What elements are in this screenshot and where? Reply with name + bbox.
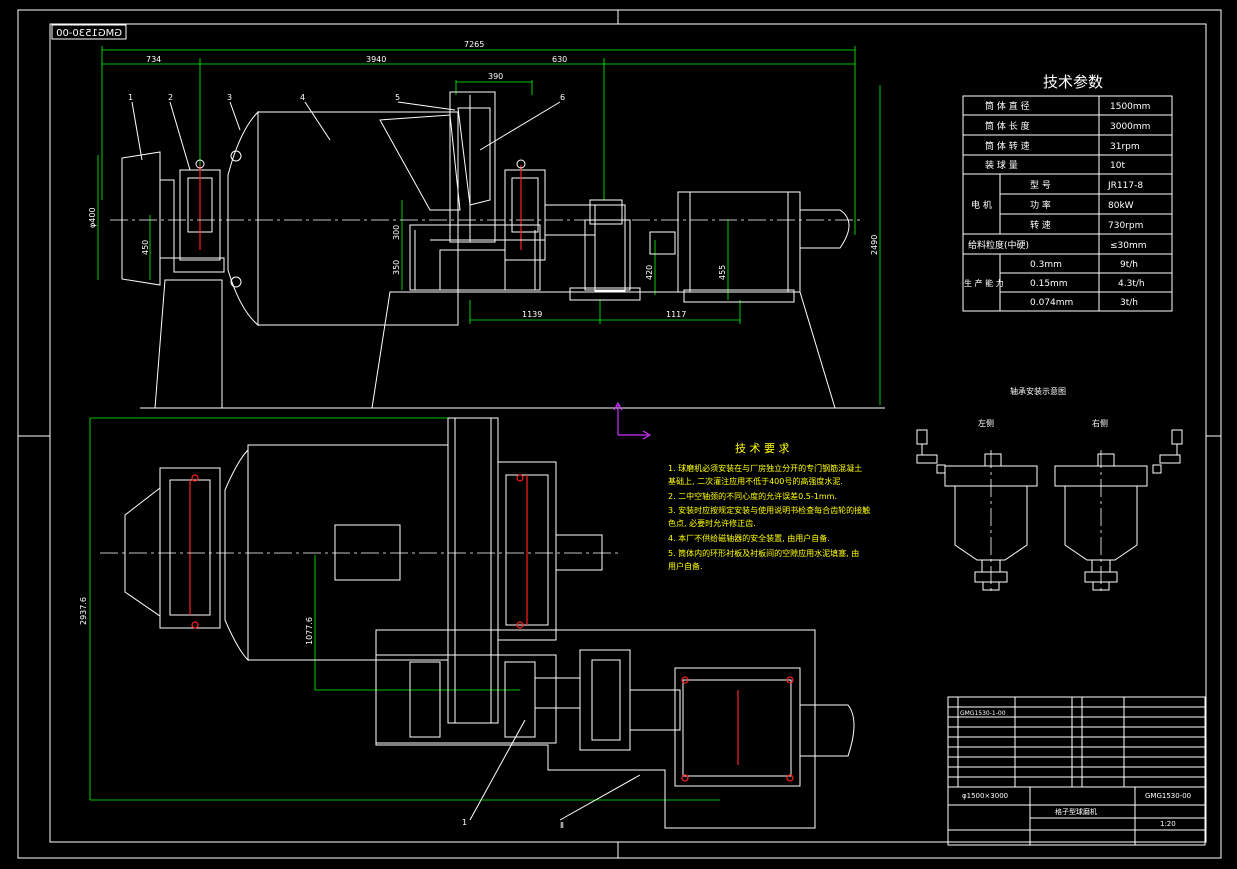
param-value-2: 31rpm xyxy=(1110,142,1140,152)
capacity-value-1: 4.3t/h xyxy=(1118,279,1145,289)
callout-4: 4 xyxy=(300,93,305,102)
bearing-left-label: 左侧 xyxy=(978,418,994,428)
plan-callout-2: Ⅱ xyxy=(560,821,564,830)
callout-3: 3 xyxy=(227,93,232,102)
tech-req-item-0: 1. 球磨机必须安装在与厂房独立分开的专门钢筋混凝土 xyxy=(668,463,862,473)
tech-requirements: 技 术 要 求 1. 球磨机必须安装在与厂房独立分开的专门钢筋混凝土 基础上, … xyxy=(668,442,870,571)
motor-value-2: 730rpm xyxy=(1108,221,1143,231)
motor-value-1: 80kW xyxy=(1108,201,1134,211)
tb-code-row: GMG1530-1-00 xyxy=(960,710,1006,717)
elevation-view: 7265 734 3940 630 390 φ400 450 300 350 4… xyxy=(88,40,885,409)
dim-390: 390 xyxy=(488,72,503,81)
tech-params-title: 技术参数 xyxy=(1043,73,1103,91)
dim-dia400: φ400 xyxy=(88,207,97,228)
motor-label-0: 型 号 xyxy=(1030,180,1051,191)
drawing-code-box: GMG1530-00 xyxy=(51,24,127,40)
callout-5: 5 xyxy=(395,93,400,102)
tech-req-item-1: 基础上, 二次灌注应用不低于400号的高强度水泥. xyxy=(668,476,843,486)
bearing-install-diagram: 轴承安装示意图 左侧 右侧 xyxy=(916,386,1183,595)
dim-3940: 3940 xyxy=(366,55,386,64)
plan-view: 2937.6 1077.6 1 Ⅱ xyxy=(79,417,855,830)
tech-req-item-6: 5. 筒体内的环形衬板及衬板间的空隙应用水泥填塞, 由 xyxy=(668,548,859,558)
feed-label: 给料粒度(中硬) xyxy=(968,239,1029,251)
param-value-0: 1500mm xyxy=(1110,102,1150,112)
plan-callout-1: 1 xyxy=(462,818,467,827)
param-label-0: 筒 体 直 径 xyxy=(985,100,1030,112)
motor-group-label: 电 机 xyxy=(971,199,992,211)
param-label-1: 筒 体 长 度 xyxy=(985,120,1030,132)
motor-label-2: 转 速 xyxy=(1030,219,1051,231)
tech-req-item-3: 3. 安装时应按规定安装与使用说明书检查每合齿轮的接触 xyxy=(668,505,870,515)
dim-455: 455 xyxy=(718,265,727,280)
tech-req-item-7: 用户自备. xyxy=(668,561,703,571)
param-label-2: 筒 体 转 速 xyxy=(985,140,1030,152)
capacity-value-2: 3t/h xyxy=(1120,298,1138,308)
dim-300: 300 xyxy=(392,225,401,240)
dim-plan-offset: 1077.6 xyxy=(305,617,314,645)
ucs-icon xyxy=(613,401,652,440)
param-label-3: 装 球 量 xyxy=(985,159,1018,171)
dim-350: 350 xyxy=(392,260,401,275)
bearing-right-label: 右侧 xyxy=(1092,418,1108,428)
capacity-label-0: 0.3mm xyxy=(1030,260,1062,270)
tb-scale: 1:20 xyxy=(1160,820,1176,828)
dim-450: 450 xyxy=(141,240,150,255)
tech-req-item-4: 色点, 必要时允许修正齿. xyxy=(668,518,756,528)
dim-plan-width: 2937.6 xyxy=(79,597,88,625)
drawing-code-text: GMG1530-00 xyxy=(56,28,122,39)
capacity-group-label: 生 产 能 力 xyxy=(964,278,1004,288)
dim-1117: 1117 xyxy=(666,310,686,319)
tb-name: 格子型球磨机 xyxy=(1055,807,1097,816)
motor-label-1: 功 率 xyxy=(1030,199,1051,211)
title-block: GMG1530-1-00 φ1500×3000 格子型球磨机 GMG1530-0… xyxy=(947,696,1206,846)
tech-params-table: 技术参数 筒 体 直 径 1500mm 筒 体 长 度 3000mm 筒 体 转… xyxy=(962,73,1173,312)
capacity-label-2: 0.074mm xyxy=(1030,298,1073,308)
tech-req-item-5: 4. 本厂不供给磁轴器的安全装置, 由用户自备. xyxy=(668,533,830,543)
dim-2490: 2490 xyxy=(870,235,879,255)
param-value-3: 10t xyxy=(1110,161,1125,171)
part-callouts: 1 2 3 4 5 6 xyxy=(128,93,565,171)
bearing-diagram-title: 轴承安装示意图 xyxy=(1010,386,1066,396)
callout-6: 6 xyxy=(560,93,565,102)
capacity-label-1: 0.15mm xyxy=(1030,279,1068,289)
tb-code: GMG1530-00 xyxy=(1145,792,1191,800)
dim-1139: 1139 xyxy=(522,310,542,319)
dim-734: 734 xyxy=(146,55,161,64)
dim-630: 630 xyxy=(552,55,567,64)
capacity-value-0: 9t/h xyxy=(1120,260,1138,270)
param-value-1: 3000mm xyxy=(1110,122,1150,132)
callout-2: 2 xyxy=(168,93,173,102)
dim-total-length: 7265 xyxy=(464,40,484,49)
tech-req-item-2: 2. 二中空轴颈的不同心度的允许误差0.5-1mm. xyxy=(668,491,837,501)
tb-spec: φ1500×3000 xyxy=(962,792,1008,800)
sheet-frame xyxy=(17,9,1222,859)
motor-value-0: JR117-8 xyxy=(1107,181,1143,191)
tech-req-title: 技 术 要 求 xyxy=(735,442,790,455)
dim-420: 420 xyxy=(645,265,654,280)
callout-1: 1 xyxy=(128,93,133,102)
feed-value: ≤30mm xyxy=(1110,241,1147,251)
